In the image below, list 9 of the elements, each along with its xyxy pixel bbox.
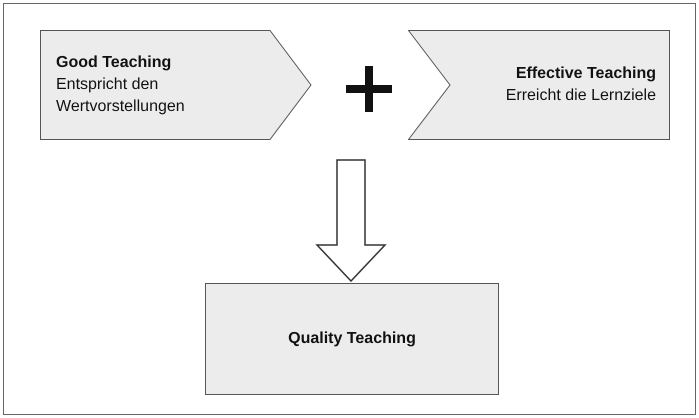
chevron-shape [408, 30, 670, 140]
node-description: Entspricht den Wertvorstellungen [56, 75, 186, 117]
node-description: Erreicht die Lernziele [506, 86, 656, 106]
node-title: Quality Teaching [288, 329, 416, 349]
node-title: Effective Teaching [516, 64, 656, 84]
pentagon-shape [40, 30, 312, 140]
block-arrow [315, 159, 387, 282]
process-box [205, 283, 499, 395]
node-title: Good Teaching [56, 53, 172, 73]
